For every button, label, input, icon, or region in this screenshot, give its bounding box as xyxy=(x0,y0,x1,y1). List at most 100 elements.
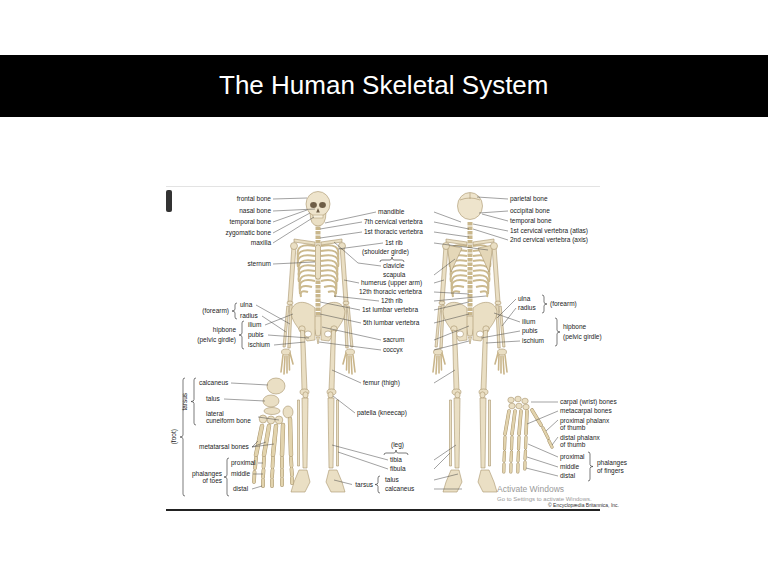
bone-label: hipbone xyxy=(213,326,236,333)
bone-label: radius xyxy=(518,304,536,311)
hand-bones xyxy=(515,396,521,402)
bone-label: talus xyxy=(385,476,399,483)
hand-bones xyxy=(508,396,529,410)
foot-bones xyxy=(267,416,275,424)
bone-label: 12th thoracic vertebra xyxy=(359,288,422,295)
front-skeleton xyxy=(313,215,323,218)
front-skeleton xyxy=(321,239,355,492)
toe-bones xyxy=(256,419,291,455)
bone-label: parietal bone xyxy=(510,195,548,202)
hand-bones xyxy=(516,403,522,409)
hand-bones xyxy=(508,397,514,403)
bone-label: metacarpal bones xyxy=(560,407,612,414)
front-skeleton xyxy=(281,239,315,492)
region-label: tarsus xyxy=(181,393,188,411)
bone-label: clavicle xyxy=(383,262,404,269)
bone-label: distal xyxy=(233,485,248,492)
front-skeleton xyxy=(298,245,315,297)
region-label: (pelvic girdle) xyxy=(563,333,602,340)
region-label: (forearm) xyxy=(550,300,577,307)
bone-label: ulna xyxy=(240,301,252,308)
bone-label: hipbone xyxy=(563,323,586,330)
bone-label: phalanges of fingers xyxy=(597,459,631,474)
credit-line: © Encyclopædia Britannica, Inc. xyxy=(548,503,619,509)
bone-label: 1st rib xyxy=(385,239,403,246)
bone-label: 5th lumbar vertebra xyxy=(363,319,419,326)
group-braces xyxy=(180,257,593,496)
region-label: (shoulder girdle) xyxy=(362,248,409,255)
bone-label: humerus (upper arm) xyxy=(361,279,422,286)
back-skeleton xyxy=(433,239,467,492)
bone-label: 12th rib xyxy=(381,297,403,304)
bone-label: femur (thigh) xyxy=(363,379,400,386)
bone-label: tibia xyxy=(390,456,402,463)
bone-label: temporal bone xyxy=(510,217,552,224)
front-skeleton xyxy=(310,202,317,208)
back-skeleton xyxy=(447,245,462,272)
hand-bones xyxy=(523,404,529,410)
foot-bones xyxy=(267,378,285,394)
finger-bones xyxy=(505,410,541,434)
bone-label: ulna xyxy=(518,295,530,302)
back-skeleton xyxy=(473,239,507,492)
front-skeleton xyxy=(316,208,320,213)
bone-label: scapula xyxy=(383,271,405,278)
bone-label: ischium xyxy=(248,341,270,348)
bone-label: patella (kneecap) xyxy=(357,409,407,416)
front-skeleton xyxy=(321,245,338,297)
frame-bottom xyxy=(166,509,600,511)
front-skeleton xyxy=(316,245,321,279)
bone-label: middle xyxy=(560,463,579,470)
bone-label: calcaneus xyxy=(199,379,228,386)
bone-label: frontal bone xyxy=(237,195,271,202)
front-skeleton xyxy=(319,202,326,208)
region-label: (foot) xyxy=(170,429,177,444)
bone-label: proximal xyxy=(560,453,585,460)
bone-label: zygomatic bone xyxy=(225,229,271,236)
bone-label: middle xyxy=(231,470,250,477)
bone-label: calcaneus xyxy=(385,485,414,492)
bone-label: occipital bone xyxy=(510,207,550,214)
bone-label: 1st cervical vertebra (atlas) xyxy=(510,227,588,234)
foot-bones xyxy=(259,415,267,423)
bone-label: coccyx xyxy=(383,346,403,353)
bone-label: radius xyxy=(240,312,258,319)
frame-mark xyxy=(166,190,172,212)
front-skeleton xyxy=(306,192,330,217)
bone-label: carpal (wrist) bones xyxy=(560,398,617,405)
bone-label: 1st thoracic vertebra xyxy=(364,228,423,235)
watermark: Activate Windows xyxy=(497,485,564,495)
foot-bones xyxy=(264,408,280,415)
bone-label: ischium xyxy=(522,337,544,344)
bone-label: temporal bone xyxy=(229,218,271,225)
slide-title: The Human Skeletal System xyxy=(219,70,548,101)
bone-label: lateral cuneiform bone xyxy=(206,410,254,425)
region-label: tarsus xyxy=(355,481,373,488)
region-label: (pelvic girdle) xyxy=(197,336,236,343)
leader-lines xyxy=(224,197,558,489)
bone-label: 2nd cervical vertebra (axis) xyxy=(510,236,588,243)
bone-label: sacrum xyxy=(383,336,404,343)
foot-bones xyxy=(263,395,279,407)
bone-label: metatarsal bones xyxy=(199,443,249,450)
bone-label: ilium xyxy=(522,318,535,325)
region-label: (forearm) xyxy=(202,307,229,314)
bone-label: mandible xyxy=(378,208,404,215)
finger-bones xyxy=(504,428,552,472)
toe-bones xyxy=(254,458,292,486)
toe-bones xyxy=(256,419,291,455)
bone-label: maxilla xyxy=(251,239,271,246)
bone-label: proximal xyxy=(231,459,256,466)
region-label: (leg) xyxy=(391,441,404,448)
hand-bones xyxy=(509,403,515,409)
bone-label: distal phalanx of thumb xyxy=(560,434,602,449)
toe-bones xyxy=(254,419,292,486)
bone-label: distal xyxy=(560,472,575,479)
bone-label: 7th cervical vertebra xyxy=(364,218,423,225)
bone-label: pubis xyxy=(248,331,264,338)
bone-label: pubis xyxy=(522,327,538,334)
bone-label: 1st lumbar vertebra xyxy=(362,306,418,313)
bone-label: proximal phalanx of thumb xyxy=(560,417,612,432)
back-skeleton xyxy=(458,193,483,220)
